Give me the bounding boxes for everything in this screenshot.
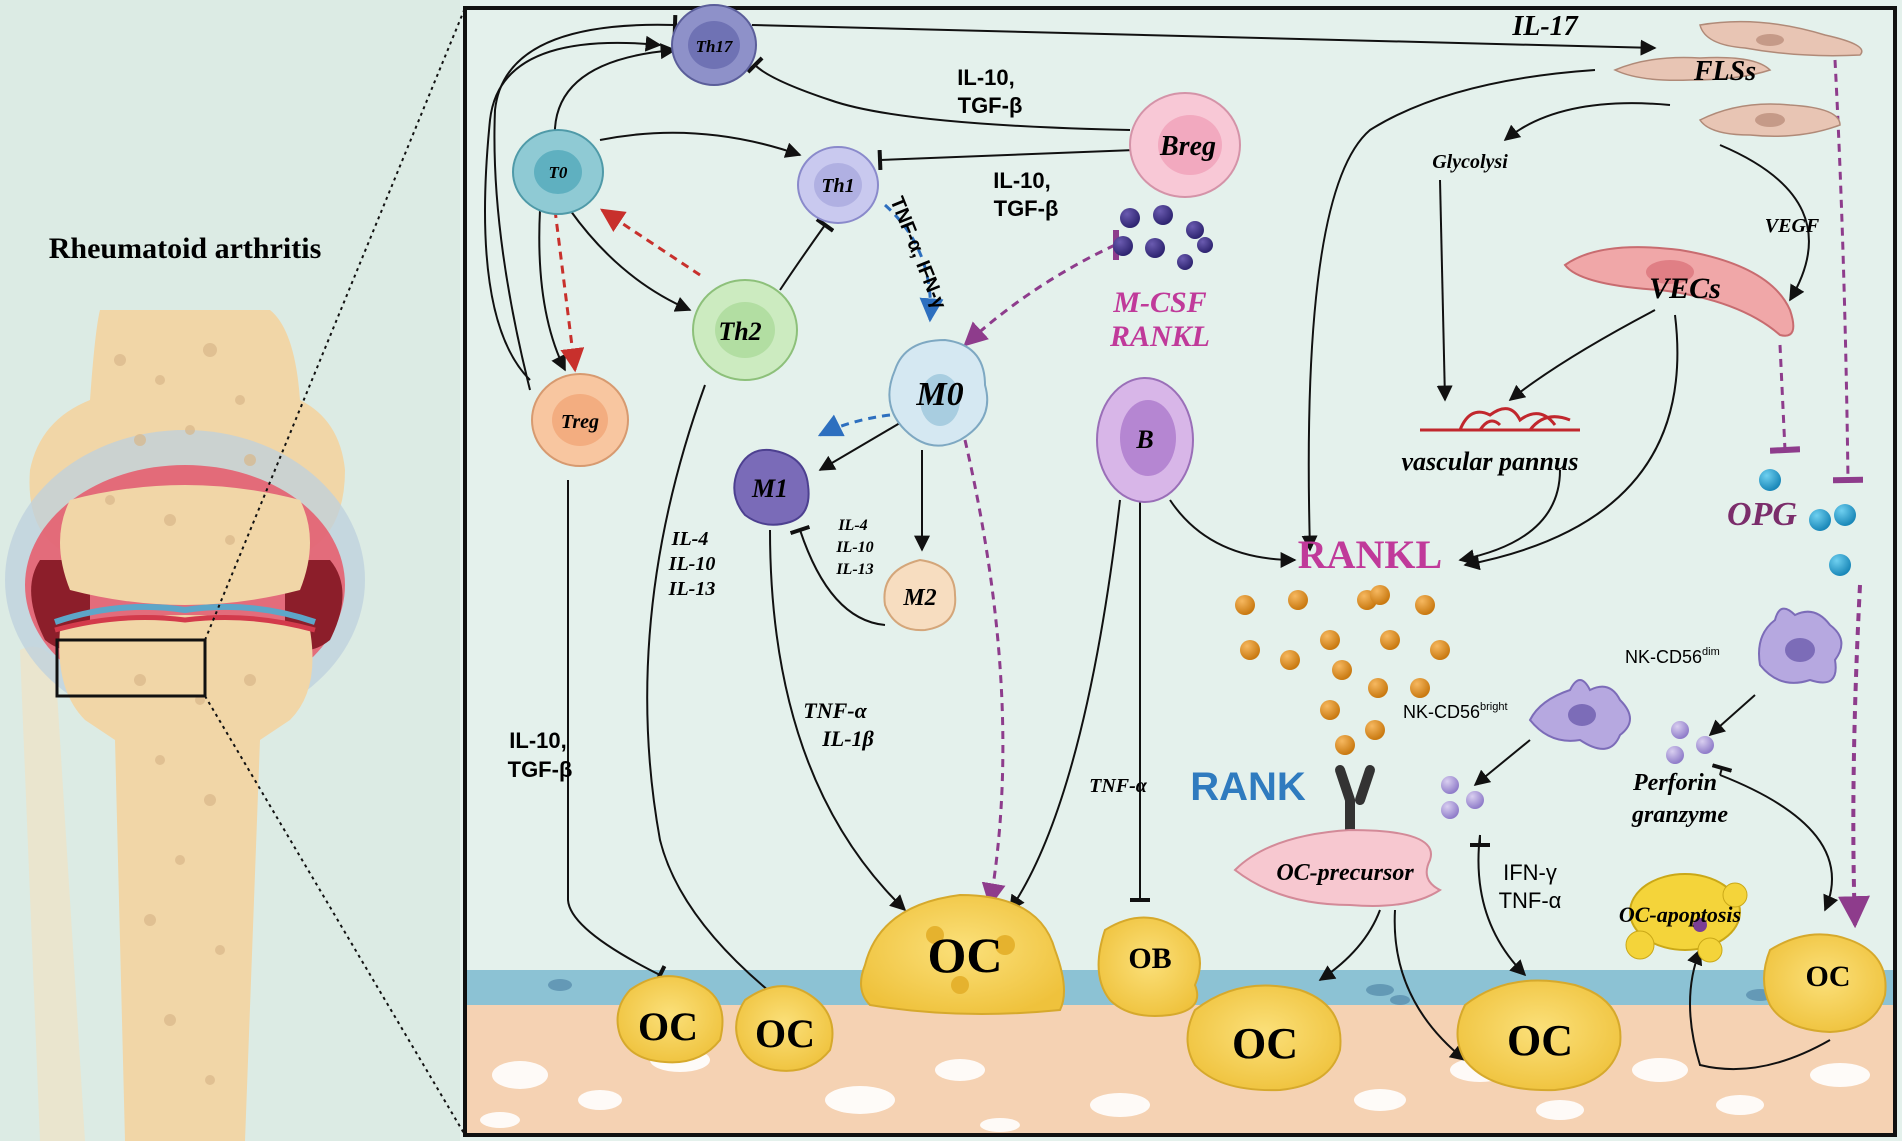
th2-label: Th2 — [718, 317, 761, 346]
dashed-connectors — [553, 59, 1870, 929]
il4-a: IL-4 — [671, 528, 709, 550]
il10-b: IL-10 — [835, 539, 873, 556]
oc-label-1: OC — [928, 927, 1003, 983]
treg-cell: Treg — [531, 373, 629, 467]
il10-tgf-2-a: IL-10, — [993, 168, 1050, 193]
vecs-label: VECs — [1649, 272, 1721, 305]
oc-label-5: OC — [1507, 1016, 1573, 1065]
t0-label: T0 — [549, 163, 568, 182]
nk-bright-label: NK-CD56bright — [1403, 701, 1508, 722]
fls-cells: FLSs — [1613, 20, 1863, 137]
il10-tgf-1-a: IL-10, — [957, 65, 1014, 90]
fls-label: FLSs — [1693, 56, 1756, 87]
nk-dim-label: NK-CD56dim — [1625, 646, 1720, 667]
knee-joint-illustration — [5, 310, 365, 1141]
perforin-label: Perforin — [1632, 770, 1717, 796]
il13-a: IL-13 — [668, 578, 716, 600]
tnf-a-label: TNF-α — [1499, 888, 1562, 913]
treg-label: Treg — [561, 411, 599, 433]
rankl-small-label: RANKL — [1109, 320, 1210, 353]
tnf-il1-a: TNF-α — [803, 698, 867, 723]
breg-label: Breg — [1159, 131, 1216, 162]
oc-label-2: OC — [638, 1004, 698, 1049]
granzyme-label: granzyme — [1631, 802, 1728, 828]
il10-tgf-3-b: TGF-β — [508, 757, 573, 782]
oc-cell-large-center: OC — [860, 893, 1065, 1015]
oc-cell-center-bottom: OC — [1186, 984, 1342, 1092]
il10-tgf-3-a: IL-10, — [509, 728, 566, 753]
vascular-pannus — [1420, 407, 1580, 432]
il10-a: IL-10 — [668, 553, 716, 575]
figure-title: Rheumatoid arthritis — [49, 232, 322, 265]
oc-precursor-label: OC-precursor — [1276, 860, 1414, 886]
oc-label-6: OC — [1806, 960, 1851, 993]
oc-cell-right-bottom: OC — [1456, 979, 1622, 1092]
vecs-cell: VECs — [1563, 246, 1795, 337]
il10-tgf-1-b: TGF-β — [958, 93, 1023, 118]
nk-bright-cell — [1528, 679, 1631, 750]
connectors — [484, 14, 1839, 1071]
mcsf-particles — [1113, 205, 1213, 270]
zoom-line-top — [204, 7, 466, 641]
opg-label: OPG — [1727, 496, 1797, 533]
th2-cell: Th2 — [692, 279, 798, 381]
rankl-label: RANKL — [1298, 532, 1442, 577]
glycolysis-label: Glycolysi — [1432, 151, 1508, 173]
oc-apoptosis-cluster: OC-apoptosis — [1619, 873, 1748, 963]
il17-label: IL-17 — [1511, 11, 1578, 42]
vascular-pannus-label: vascular pannus — [1402, 447, 1579, 476]
m1-cell: M1 — [733, 448, 810, 526]
th17-cell: Th17 — [671, 4, 757, 86]
b-label: B — [1135, 425, 1153, 454]
ob-cell: OB — [1097, 916, 1201, 1017]
m0-label: M0 — [915, 376, 963, 413]
opg-particles — [1759, 469, 1856, 576]
oc-precursor-cell: OC-precursor — [1233, 828, 1442, 907]
ifn-g-label: IFN-γ — [1503, 860, 1557, 885]
tnf-b-label: TNF-α — [1089, 775, 1148, 797]
oc-cell-left-2: OC — [735, 985, 834, 1072]
il10-tgf-2-b: TGF-β — [994, 196, 1059, 221]
il4-b: IL-4 — [837, 517, 867, 534]
rankl-particles — [1235, 585, 1450, 755]
tnf-il1-b: IL-1β — [821, 726, 874, 751]
oc-cell-left-1: OC — [616, 975, 724, 1064]
nk-dim-cell — [1758, 607, 1843, 684]
m1-label: M1 — [751, 474, 788, 503]
m2-label: M2 — [902, 585, 936, 611]
zoom-line-bottom — [204, 695, 466, 1136]
granule-particles — [1441, 721, 1714, 819]
th1-cell: Th1 — [797, 146, 879, 224]
t0-cell: T0 — [512, 129, 604, 215]
th1-label: Th1 — [821, 175, 854, 197]
rank-label: RANK — [1190, 765, 1306, 809]
b-cell: B — [1096, 377, 1194, 503]
ob-label: OB — [1128, 942, 1171, 975]
m2-cell: M2 — [883, 558, 957, 632]
m0-cell: M0 — [888, 338, 989, 447]
breg-cell: Breg — [1129, 92, 1241, 198]
oc-label-3: OC — [755, 1011, 815, 1056]
rank-receptor — [1335, 765, 1375, 835]
mcsf-label: M-CSF — [1112, 286, 1206, 319]
il13-b: IL-13 — [835, 561, 873, 578]
zoom-box — [55, 638, 207, 698]
th17-label: Th17 — [696, 37, 734, 56]
oc-label-4: OC — [1232, 1019, 1298, 1068]
oc-cell-right-corner: OC — [1763, 933, 1887, 1034]
oc-apoptosis-label: OC-apoptosis — [1619, 902, 1741, 927]
vegf-label: VEGF — [1765, 215, 1820, 237]
